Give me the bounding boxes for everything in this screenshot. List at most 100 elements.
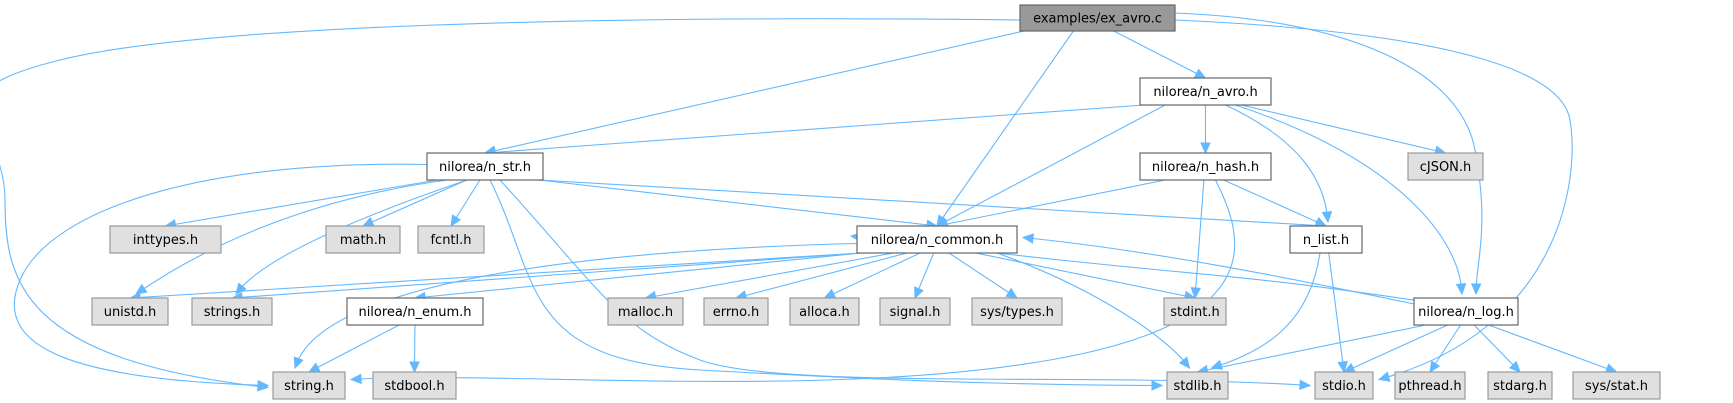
edge-n_avro-to-n_hash-arrowhead xyxy=(1200,142,1211,155)
node-sysstat: sys/stat.h xyxy=(1572,371,1661,400)
edge-ex_avro-to-string xyxy=(0,18,1023,392)
node-label: alloca.h xyxy=(799,305,850,320)
edge-n_log-to-stdlib xyxy=(1196,324,1426,376)
edge-n_common-to-signal-arrowhead xyxy=(914,286,924,300)
edge-n_str-to-math xyxy=(361,179,467,227)
node-label: n_list.h xyxy=(1303,233,1349,248)
node-n_avro[interactable]: nilorea/n_avro.h xyxy=(1139,77,1272,106)
edge-n_enum-to-string-arrowhead xyxy=(307,362,321,373)
edge-n_enum-to-stdbool xyxy=(409,324,420,374)
node-box[interactable] xyxy=(1019,4,1176,32)
edge-n_log-to-sysstat xyxy=(1488,324,1618,374)
edge-ex_avro-to-n_str-line xyxy=(484,30,1025,154)
node-n_common[interactable]: nilorea/n_common.h xyxy=(856,225,1018,254)
edge-n_hash-to-stdint xyxy=(1190,179,1205,300)
edge-n_log-to-pthread xyxy=(1429,324,1462,374)
edge-n_avro-to-n_common xyxy=(935,104,1166,227)
edge-n_hash-to-stdint-arrowhead xyxy=(1190,287,1202,300)
edge-n_avro-to-n_common-line xyxy=(936,104,1166,227)
edge-n_hash-to-string-line xyxy=(350,179,1236,383)
edge-n_log-to-n_common-line xyxy=(1022,236,1415,305)
edge-n_str-to-math-line xyxy=(362,179,467,227)
node-box[interactable] xyxy=(346,297,484,326)
edge-n_str-to-string-arrowhead xyxy=(257,379,270,391)
node-n_list[interactable]: n_list.h xyxy=(1289,225,1363,254)
edge-n_common-to-errno-line xyxy=(735,252,907,299)
edge-n_str-to-string xyxy=(13,163,428,391)
node-pthread: pthread.h xyxy=(1394,371,1466,400)
edge-n_common-to-signal xyxy=(914,252,935,300)
node-label: sys/stat.h xyxy=(1585,379,1648,394)
edge-n_avro-to-n_log xyxy=(1235,104,1467,296)
node-label: examples/ex_avro.c xyxy=(1033,12,1162,27)
node-box xyxy=(1487,371,1553,400)
node-label: nilorea/n_str.h xyxy=(439,160,531,175)
edge-n_log-to-n_common-arrowhead xyxy=(1021,233,1034,244)
node-box[interactable] xyxy=(1139,152,1272,181)
edge-n_common-to-malloc xyxy=(644,252,894,302)
node-box xyxy=(879,297,951,326)
edge-n_avro-to-n_list-line xyxy=(1225,104,1329,223)
node-box[interactable] xyxy=(856,225,1018,254)
edges-layer xyxy=(0,12,1618,392)
edge-ex_avro-to-string-line xyxy=(0,18,1023,389)
node-fcntl: fcntl.h xyxy=(417,225,485,254)
node-label: strings.h xyxy=(204,305,260,320)
edge-n_str-to-fcntl xyxy=(450,179,481,228)
node-box[interactable] xyxy=(426,152,544,181)
node-label: stdarg.h xyxy=(1493,379,1547,394)
node-string: string.h xyxy=(272,371,346,400)
node-n_hash[interactable]: nilorea/n_hash.h xyxy=(1139,152,1272,181)
edge-n_common-to-stdint-line xyxy=(975,252,1196,299)
edge-n_str-to-stdlib xyxy=(489,179,1164,391)
edge-n_log-to-stdarg-arrowhead xyxy=(1508,360,1521,373)
node-label: nilorea/n_log.h xyxy=(1418,305,1514,320)
edge-n_log-to-stdlib-line xyxy=(1197,324,1426,373)
edge-n_common-to-n_enum xyxy=(413,252,862,303)
edge-n_str-to-math-arrowhead xyxy=(361,216,375,227)
node-label: stdbool.h xyxy=(384,379,444,394)
node-math: math.h xyxy=(325,225,401,254)
node-unistd: unistd.h xyxy=(91,297,169,326)
node-stdlib: stdlib.h xyxy=(1166,371,1229,400)
edge-n_common-to-systypes-line xyxy=(948,252,1018,299)
node-label: nilorea/n_common.h xyxy=(871,233,1004,248)
edge-n_common-to-n_enum-line xyxy=(414,252,862,299)
node-box[interactable] xyxy=(1139,77,1272,106)
node-label: inttypes.h xyxy=(133,233,198,248)
edge-n_common-to-stdlib-line xyxy=(996,252,1190,369)
edge-ex_avro-to-n_log-arrowhead xyxy=(1471,283,1482,296)
edge-n_avro-to-n_list xyxy=(1225,104,1333,224)
edge-n_common-to-alloca-arrowhead xyxy=(823,288,837,299)
node-box[interactable] xyxy=(1289,225,1363,254)
edge-ex_avro-to-n_log xyxy=(1174,12,1483,296)
edge-n_log-to-stdio-line xyxy=(1343,324,1448,373)
edge-n_str-to-stdio-arrowhead xyxy=(1299,379,1312,391)
node-strings: strings.h xyxy=(191,297,273,326)
edge-n_avro-to-cjson-line xyxy=(1241,104,1446,154)
edge-n_str-to-inttypes-line xyxy=(165,179,438,227)
node-label: pthread.h xyxy=(1398,379,1461,394)
node-stdio: stdio.h xyxy=(1314,371,1374,400)
edge-ex_avro-to-n_avro-line xyxy=(1113,30,1206,79)
node-n_enum[interactable]: nilorea/n_enum.h xyxy=(346,297,484,326)
node-n_log[interactable]: nilorea/n_log.h xyxy=(1413,297,1519,326)
node-ex_avro[interactable]: examples/ex_avro.c xyxy=(1019,4,1176,32)
node-box xyxy=(1166,371,1229,400)
edge-n_common-to-strings xyxy=(230,252,862,303)
edge-n_common-to-alloca xyxy=(823,252,921,299)
node-label: stdio.h xyxy=(1322,379,1366,394)
edge-n_list-to-stdlib-line xyxy=(1211,252,1321,369)
edge-n_avro-to-cjson xyxy=(1241,104,1447,156)
node-box xyxy=(372,371,457,400)
node-box[interactable] xyxy=(1413,297,1519,326)
node-label: errno.h xyxy=(713,305,760,320)
node-label: string.h xyxy=(284,379,334,394)
edge-n_str-to-unistd xyxy=(134,179,448,295)
edge-n_hash-to-string xyxy=(349,179,1236,385)
node-box xyxy=(417,225,485,254)
edge-n_str-to-fcntl-arrowhead xyxy=(450,214,462,228)
edge-n_avro-to-n_str-line xyxy=(484,104,1145,154)
edge-n_common-to-systypes xyxy=(948,252,1019,299)
node-n_str[interactable]: nilorea/n_str.h xyxy=(426,152,544,181)
